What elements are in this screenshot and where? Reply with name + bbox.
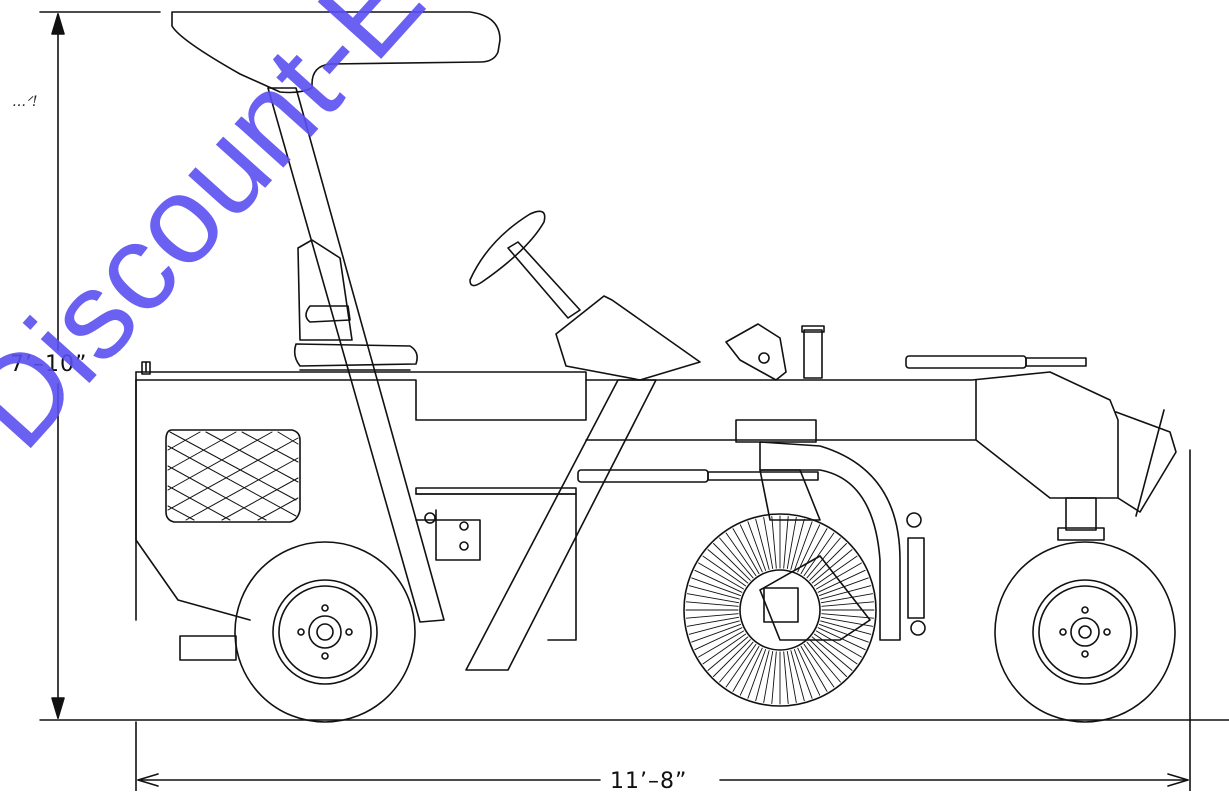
- broom-arm: [735, 419, 901, 641]
- rear-wheel: [234, 541, 416, 723]
- overall-height-label: 7’–10”: [6, 352, 92, 378]
- hydraulic-cylinders: [577, 355, 1087, 636]
- length-dimension: [135, 449, 1191, 791]
- front-wheel: [994, 541, 1176, 723]
- side-broom: [683, 513, 877, 707]
- height-dimension: [39, 11, 161, 719]
- main-frame: [179, 371, 1119, 671]
- overall-length-label: 11’–8”: [606, 769, 692, 795]
- handwritten-mark: …ᐟ!: [12, 94, 38, 110]
- grille-mesh: [167, 431, 299, 521]
- steering-assembly: [469, 210, 701, 381]
- hopper-lift-bracket: [725, 323, 825, 381]
- canopy-post: [267, 87, 445, 623]
- engine-grille: [165, 429, 301, 523]
- canopy-roof: [171, 11, 501, 94]
- operator-seat: [293, 239, 418, 371]
- front-caster-bracket: [1057, 409, 1177, 541]
- rear-body: [135, 361, 587, 621]
